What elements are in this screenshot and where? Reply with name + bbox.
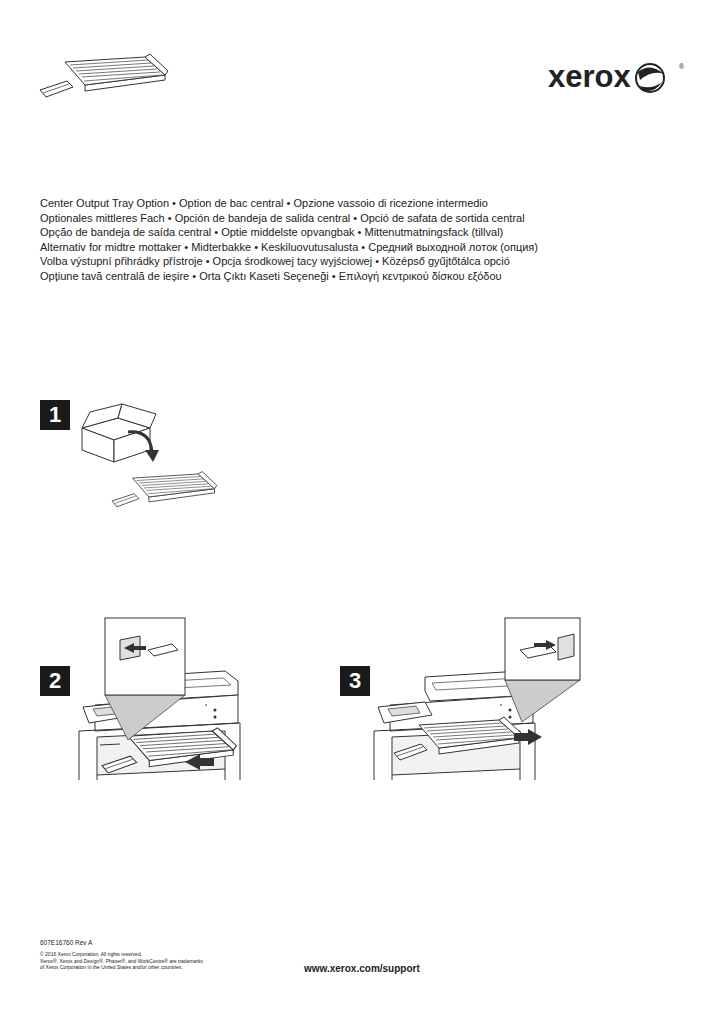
tray-icon (40, 54, 168, 97)
logo-sphere (640, 82, 662, 91)
step-number: 2 (49, 670, 61, 692)
tray-unpacked (112, 472, 217, 507)
step-2-figure (79, 618, 240, 780)
step-2-figure (185, 754, 214, 770)
title-line: Opção de bandeja de saída central • Opti… (40, 226, 503, 239)
shipping-box (118, 404, 156, 428)
step-3-figure (534, 640, 556, 650)
step-2-figure (102, 728, 236, 773)
step-number-box: 3 (340, 666, 370, 696)
step-2-figure (124, 643, 146, 653)
title-line: Volba výstupní přihrádky přístroje • Opc… (40, 255, 510, 268)
support-url: www.xerox.com/support (304, 963, 420, 975)
part-number: 607E16760 Rev A (40, 939, 92, 947)
title-line: Alternativ for midtre mottaker • Midterb… (40, 241, 538, 254)
trademark-note: of Xerox Corporation in the United State… (40, 964, 183, 970)
shipping-box (145, 450, 159, 462)
step-number-box: 2 (40, 666, 70, 696)
shipping-box (82, 428, 114, 462)
step-2-figure (102, 728, 236, 773)
logo-sphere (636, 64, 664, 92)
step-2-figure (100, 744, 120, 745)
copyright-note: © 2016 Xerox Corporation. All rights res… (40, 951, 142, 957)
step-2-figure (148, 644, 178, 656)
step-3-figure (394, 717, 522, 760)
step-3-figure (505, 680, 580, 722)
step-3-figure (514, 729, 542, 745)
shipping-box (128, 432, 152, 452)
title-line: Opțiune tavă centrală de ieșire • Orta Ç… (40, 270, 502, 283)
step-number: 3 (349, 670, 361, 692)
logo-sphere (638, 67, 664, 80)
step-3-figure (505, 618, 580, 680)
logo-sphere (636, 64, 664, 92)
title-line: Optionales mittleres Fach • Opción de ba… (40, 212, 525, 225)
trademark-note: Xerox®, Xerox and Design®, Phaser®, and … (40, 958, 203, 964)
step-2-figure (105, 695, 185, 740)
shipping-box (82, 404, 122, 428)
brand-logo: xerox (548, 58, 631, 95)
step-number: 1 (49, 404, 61, 426)
title-line: Center Output Tray Option • Option de ba… (40, 197, 488, 210)
step-number-box: 1 (40, 400, 70, 430)
shipping-box (82, 404, 159, 462)
step-3-figure (558, 634, 574, 660)
step-3-figure (394, 717, 522, 760)
step-3-figure (374, 618, 580, 780)
trademark-mark: ® (679, 63, 684, 71)
step-2-figure (105, 618, 185, 695)
